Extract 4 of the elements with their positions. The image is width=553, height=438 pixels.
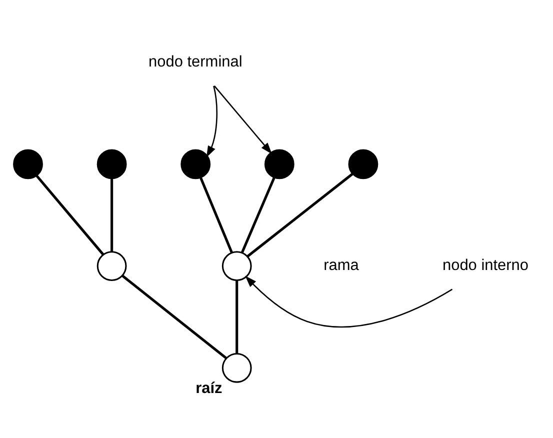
node-text: nodo interno (442, 257, 528, 274)
label: rama (324, 257, 359, 274)
node-label: raíz (196, 380, 222, 398)
node-text: nodo terminal (148, 53, 242, 70)
